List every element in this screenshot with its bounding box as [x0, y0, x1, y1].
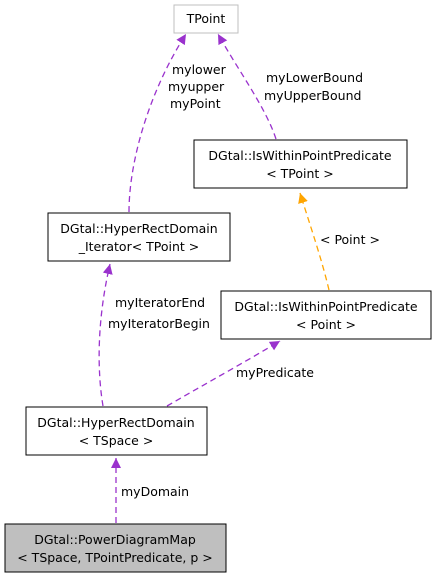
node-box — [47, 212, 231, 262]
edge-within-point-to-within-tpoint: < Point > — [298, 192, 380, 291]
node-power-diagram-map[interactable]: DGtal::PowerDiagramMap < TSpace, TPointP… — [4, 523, 227, 573]
node-box — [25, 406, 208, 456]
edge-iterator-to-tpoint: mylower myupper myPoint — [128, 33, 227, 213]
edge-hyperrect-to-iterator: myIteratorEnd myIteratorBegin — [98, 263, 210, 407]
node-label-line1: DGtal::HyperRectDomain — [37, 415, 194, 430]
node-box — [173, 4, 239, 34]
node-label-line2: < Point > — [296, 317, 356, 332]
node-label-line2: _Iterator< TPoint > — [78, 239, 200, 254]
edge-label-mydomain: myDomain — [121, 484, 189, 499]
node-label: TPoint — [186, 11, 226, 26]
node-box — [4, 523, 227, 573]
node-label-line1: DGtal::IsWithinPointPredicate — [234, 299, 417, 314]
edge-label-mylowerbound: myLowerBound — [266, 70, 363, 85]
edge-within-tpoint-to-tpoint: myLowerBound myUpperBound — [217, 33, 363, 140]
node-label-line2: < TSpace, TPointPredicate, p > — [17, 550, 213, 565]
edge-line — [128, 33, 187, 213]
edge-label-mypredicate: myPredicate — [236, 365, 314, 380]
edge-label-mypoint: myPoint — [170, 96, 221, 111]
edge-label-myiteratorbegin: myIteratorBegin — [108, 316, 210, 331]
node-box — [193, 139, 408, 189]
node-label-line1: DGtal::HyperRectDomain — [60, 221, 217, 236]
node-label-line2: < TSpace > — [79, 433, 154, 448]
node-tpoint[interactable]: TPoint — [173, 4, 239, 34]
edge-line — [298, 192, 330, 291]
node-label-line1: DGtal::PowerDiagramMap — [34, 532, 196, 547]
edge-label-mylower: mylower — [172, 62, 227, 77]
edge-line — [98, 263, 113, 407]
node-hyperrect-domain-iterator[interactable]: DGtal::HyperRectDomain _Iterator< TPoint… — [47, 212, 231, 262]
edge-label-myupper: myupper — [168, 79, 225, 94]
edge-label-myiteratorend: myIteratorEnd — [115, 295, 205, 310]
node-box — [220, 290, 432, 340]
edge-hyperrect-to-within-point: myPredicate — [166, 340, 314, 407]
node-hyperrect-domain[interactable]: DGtal::HyperRectDomain < TSpace > — [25, 406, 208, 456]
node-is-within-point-predicate-point[interactable]: DGtal::IsWithinPointPredicate < Point > — [220, 290, 432, 340]
node-label-line2: < TPoint > — [266, 166, 334, 181]
edge-line — [217, 33, 277, 140]
edge-powermap-to-hyperrect: myDomain — [111, 458, 189, 523]
edge-label-myupperbound: myUpperBound — [264, 88, 361, 103]
edge-label-template-point: < Point > — [320, 232, 380, 247]
node-label-line1: DGtal::IsWithinPointPredicate — [208, 148, 391, 163]
node-is-within-point-predicate-tpoint[interactable]: DGtal::IsWithinPointPredicate < TPoint > — [193, 139, 408, 189]
edge-line — [166, 340, 281, 407]
